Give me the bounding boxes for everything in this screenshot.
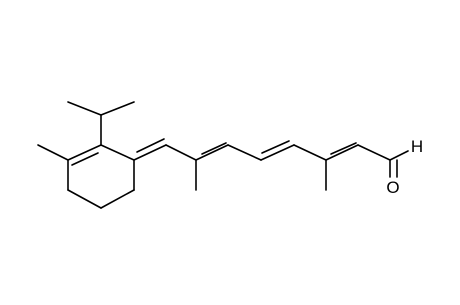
bond (67, 189, 102, 209)
chain-double-bond (325, 144, 359, 161)
polyene-chain (133, 138, 391, 191)
cyclohexene-ring (67, 144, 135, 209)
chain-double-bond (330, 142, 357, 155)
oxygen-label: O (386, 178, 399, 197)
bond (357, 144, 391, 161)
bond (165, 144, 197, 161)
bond (227, 144, 262, 161)
ring-double-bond (67, 144, 102, 161)
chain-double-bond (261, 140, 290, 154)
isopropyl-group (67, 101, 135, 146)
exocyclic-double-bond (133, 144, 167, 161)
bond (67, 101, 102, 116)
bond (100, 144, 135, 161)
chain-double-bond (195, 144, 229, 161)
ring-double-bond (71, 152, 99, 166)
aldehyde-h-bond (389, 150, 409, 161)
chain-double-bond (201, 142, 227, 155)
bond (100, 189, 135, 209)
exocyclic-double-bond (136, 138, 165, 153)
bond (293, 144, 327, 161)
chain-double-bond (260, 144, 295, 161)
bond (100, 101, 135, 116)
ring-methyl-bond (37, 144, 69, 161)
hydrogen-label: H (411, 137, 423, 156)
aldehyde-group: O H (386, 137, 423, 197)
